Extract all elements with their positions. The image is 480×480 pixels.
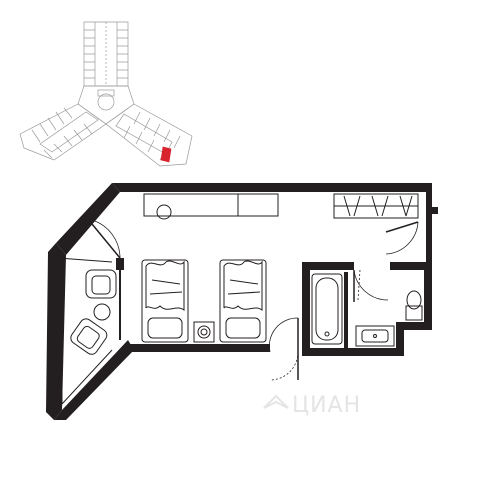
balcony-door-swing <box>91 219 121 259</box>
room-bottom-wall <box>128 344 270 352</box>
side-table-top <box>93 303 111 321</box>
interior-walls <box>128 262 432 356</box>
key-plan <box>19 21 193 167</box>
bed-right <box>219 259 267 343</box>
bathroom-wall-right <box>424 262 432 326</box>
room-door <box>269 317 299 381</box>
watermark: ЦИАН <box>263 393 361 418</box>
bathroom-door-swing <box>353 269 389 301</box>
bed-left <box>141 259 189 343</box>
bathroom-wall-top-right <box>390 262 432 270</box>
bathroom-wall-step <box>396 322 432 330</box>
wardrobe <box>333 193 419 219</box>
balcony-partition <box>91 219 124 340</box>
bathtub-divider <box>344 272 348 348</box>
bathtub <box>311 273 343 345</box>
diagonal-wall-upper <box>56 183 120 255</box>
window-glazing <box>57 256 113 405</box>
watermark-text: ЦИАН <box>292 393 361 418</box>
bathroom-wall-bottom <box>302 348 402 356</box>
right-wall <box>426 207 438 268</box>
diagonal-wall-lower <box>54 340 134 420</box>
top-wall <box>112 183 432 207</box>
bathroom-wall-top <box>302 262 354 270</box>
key-plan-west-wing <box>19 103 107 161</box>
desk <box>143 193 279 220</box>
window-wall-left <box>46 243 66 420</box>
bathroom-fixtures <box>311 273 423 347</box>
key-plan-north-wing <box>83 21 129 87</box>
cian-logo-icon <box>263 394 289 409</box>
apartment-plan: ЦИАН <box>46 183 438 420</box>
exterior-walls <box>46 183 438 420</box>
key-plan-highlighted-unit <box>160 146 172 163</box>
armchair-top <box>85 269 117 299</box>
armchair-bottom <box>70 318 108 355</box>
sink <box>355 325 395 347</box>
toilet <box>405 290 423 321</box>
entrance-door <box>353 221 419 302</box>
key-plan-east-wing <box>105 103 193 167</box>
key-plan-core <box>77 85 135 125</box>
bathroom-wall-step-v <box>396 322 404 356</box>
bathroom-wall-left <box>302 262 310 356</box>
balcony-furniture <box>70 269 117 355</box>
desk-chair <box>156 204 172 220</box>
nightstand <box>193 321 215 343</box>
